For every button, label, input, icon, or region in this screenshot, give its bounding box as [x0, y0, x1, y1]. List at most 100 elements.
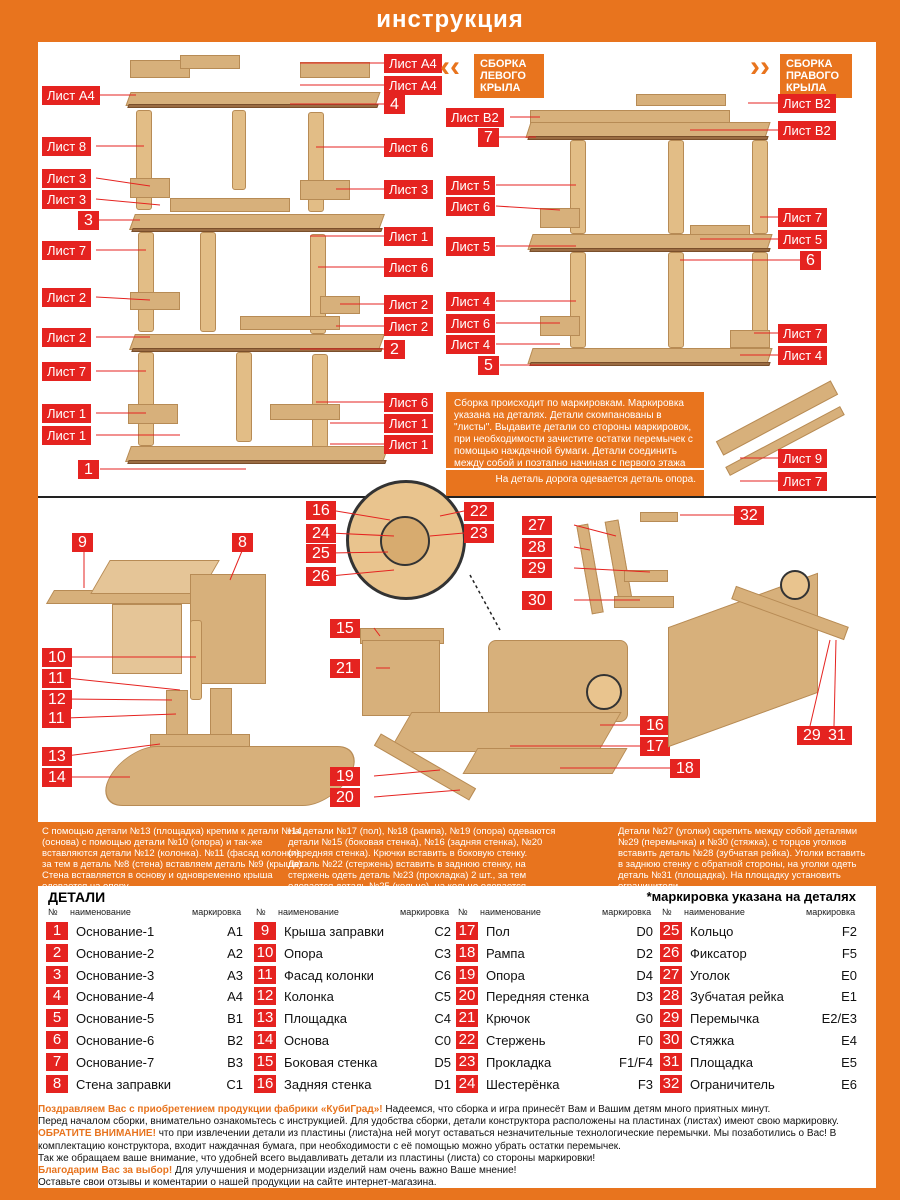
part-marking: С4: [434, 1011, 451, 1027]
part-marking: А4: [227, 989, 243, 1005]
column-header-no: №: [458, 907, 468, 917]
label-sheet: Лист 5: [446, 176, 496, 195]
part-name: Основа: [284, 1032, 330, 1048]
part-number: 18: [456, 943, 478, 962]
footer-attention: ОБРАТИТЕ ВНИМАНИЕ!: [38, 1128, 156, 1140]
label-sheet: Лист 1: [42, 426, 92, 445]
footer-line: Оставьте свои отзывы и коментарии о наше…: [38, 1177, 437, 1189]
label-part: 20: [330, 788, 360, 807]
part-marking: С6: [434, 967, 451, 983]
part-name: Стержень: [486, 1032, 546, 1048]
label-part: 29: [522, 559, 552, 578]
part-marking: F5: [841, 945, 857, 961]
column: [668, 252, 684, 348]
part-number: 7: [46, 1052, 68, 1071]
part-name: Площадка: [284, 1011, 348, 1027]
railing-a4-left: [130, 60, 190, 78]
label-sheet: Лист 6: [446, 197, 496, 216]
part-name: Рампа: [486, 945, 525, 961]
left-wing-leader-lines: [95, 62, 384, 470]
assembly-note: Сборка происходит по маркировкам. Маркир…: [446, 392, 704, 481]
bracket-29: [640, 512, 678, 522]
label-sheet: Лист 8: [42, 137, 92, 156]
bracket-29: [624, 570, 668, 582]
part-number: 20: [456, 987, 478, 1006]
label-sheet: Лист 6: [446, 314, 496, 333]
label-sheet: Лист 3: [42, 169, 92, 188]
part-name: Основание-4: [76, 989, 155, 1005]
part-name: Основание-2: [76, 945, 155, 961]
label-part: 19: [330, 767, 360, 786]
label-part: 30: [522, 591, 552, 610]
label-part: 27: [522, 516, 552, 535]
part-name: Колонка: [284, 989, 334, 1005]
banner-left-wing: СБОРКА ЛЕВОГО КРЫЛА: [474, 54, 544, 98]
column-header-no: №: [662, 907, 672, 917]
part-marking: D4: [636, 967, 653, 983]
label-sheet: Лист 9: [778, 449, 828, 468]
part-name: Опора: [284, 945, 323, 961]
label-sheet: Лист 1: [42, 404, 92, 423]
part-marking: А2: [227, 945, 243, 961]
support-10: [190, 620, 202, 700]
label-sheet: Лист 1: [384, 227, 434, 246]
lift-leader-lines: [573, 514, 837, 727]
part-name: Основание-1: [76, 924, 155, 939]
part-number: 23: [456, 1052, 478, 1071]
label-sheet: Лист 2: [384, 295, 434, 314]
part-name: Стена заправки: [76, 1076, 171, 1092]
part-number: 30: [660, 1030, 682, 1049]
label-part: 16: [306, 501, 336, 520]
gear-icon: [586, 674, 622, 710]
part-number: 13: [254, 1009, 276, 1028]
part-number: 1: [46, 922, 68, 940]
chevron-left-icon: ‹‹: [440, 50, 460, 83]
part-name: Пол: [486, 924, 510, 939]
part-number: 22: [456, 1030, 478, 1049]
part-number: 5: [46, 1009, 68, 1028]
label-sheet: Лист 6: [384, 393, 434, 412]
label-sheet: Лист 4: [446, 292, 496, 311]
label-sheet: Лист 5: [778, 230, 828, 249]
label-sheet: Лист В2: [778, 94, 836, 113]
column-header-name: наименование: [70, 907, 131, 917]
column-header-no: №: [256, 907, 266, 917]
part-number: 8: [46, 1074, 68, 1093]
label-part: 7: [478, 128, 499, 147]
column-header-name: наименование: [684, 907, 745, 917]
label-part: 29: [797, 726, 827, 745]
bracket: [540, 208, 580, 228]
label-sheet: Лист 2: [42, 288, 92, 307]
part-number: 29: [660, 1009, 682, 1028]
column: [232, 110, 246, 190]
part-number: 32: [660, 1074, 682, 1093]
part-marking: E0: [841, 967, 857, 983]
label-part: 18: [670, 759, 700, 778]
part-name: Основание-6: [76, 1032, 155, 1048]
part-marking: E4: [841, 1032, 857, 1048]
label-sheet: Лист 7: [778, 208, 828, 227]
part-marking: В1: [227, 1011, 243, 1027]
label-part: 21: [330, 659, 360, 678]
part-marking: С5: [434, 989, 451, 1005]
part-number: 17: [456, 922, 478, 940]
part-number: 21: [456, 1009, 478, 1028]
label-part: 13: [42, 747, 72, 766]
part-name: Уголок: [690, 967, 730, 983]
page-title: инструкция: [376, 6, 524, 33]
part-number: 11: [254, 965, 276, 984]
label-sheet: Лист 4: [446, 335, 496, 354]
